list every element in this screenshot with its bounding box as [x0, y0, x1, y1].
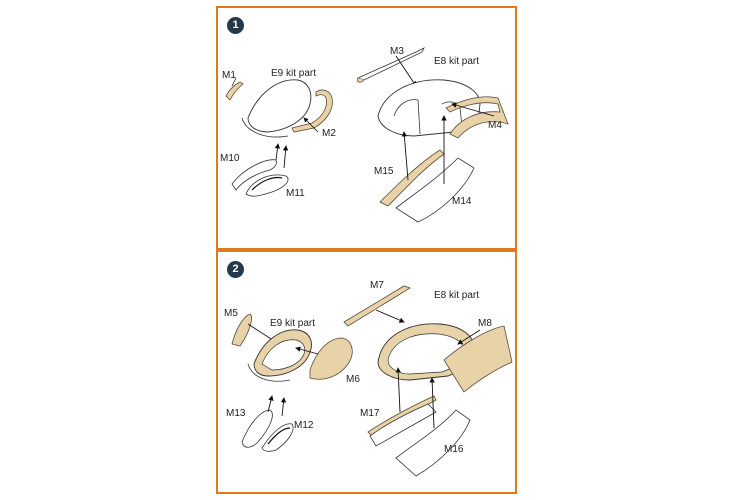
label-m3: M3	[390, 46, 404, 57]
label-m11: M11	[286, 188, 305, 199]
label-e8-kit-part: E8 kit part	[434, 290, 479, 301]
label-m1: M1	[222, 70, 236, 81]
arrow-m10	[274, 143, 281, 161]
arrow-m16	[429, 377, 435, 429]
arrow-m12	[280, 397, 287, 417]
leader-m2	[303, 117, 319, 133]
e9-canopy	[247, 79, 312, 133]
label-m8: M8	[478, 318, 492, 329]
label-m10: M10	[220, 153, 240, 164]
part-m5	[231, 313, 252, 347]
e9-canopy-frame	[247, 363, 291, 382]
label-m14: M14	[452, 196, 472, 207]
label-m16: M16	[444, 444, 464, 455]
step-1-diagram: M1 E9 kit part M2 M10 M11 M3 E8 kit part…	[220, 46, 509, 223]
arrow-m15	[401, 131, 409, 181]
part-m11	[245, 174, 289, 197]
m3-end	[357, 77, 365, 83]
m12-line	[267, 427, 291, 445]
label-e8-kit-part: E8 kit part	[434, 56, 479, 67]
label-m6: M6	[346, 374, 360, 385]
step-number-badge: 1	[227, 17, 244, 34]
part-m14	[395, 157, 475, 223]
part-m17-body	[369, 403, 437, 447]
part-m3	[356, 47, 425, 81]
part-m16	[395, 409, 471, 477]
label-m7: M7	[370, 280, 384, 291]
label-m15: M15	[374, 166, 394, 177]
part-m7	[343, 285, 411, 327]
part-m10	[231, 159, 277, 191]
step-2-panel: 2 M5 E9 kit part M6 M13 M12 M7	[216, 250, 517, 494]
label-e9-kit-part: E9 kit part	[270, 318, 315, 329]
arrow-m13	[267, 395, 274, 413]
e9-canopy-glass	[261, 339, 306, 371]
m11-line	[251, 176, 283, 191]
label-m12: M12	[294, 420, 314, 431]
label-m13: M13	[226, 408, 246, 419]
e9-canopy-frame	[241, 117, 289, 138]
arrow-m11	[282, 145, 289, 169]
part-m6	[309, 337, 353, 380]
arrow-m6	[295, 346, 319, 355]
label-m4: M4	[488, 120, 502, 131]
step-number-badge: 2	[227, 261, 244, 278]
label-m2: M2	[322, 128, 336, 139]
step-2-diagram: M5 E9 kit part M6 M13 M12 M7 E8 kit part…	[224, 280, 513, 477]
label-e9-kit-part: E9 kit part	[271, 68, 316, 79]
arrow-m4	[451, 102, 495, 117]
arrow-m3	[395, 55, 417, 87]
part-m12	[261, 423, 294, 452]
step-1-panel: 1 M1 E9 kit part M2 M10 M11 M3	[216, 6, 517, 250]
label-m5: M5	[224, 308, 238, 319]
part-m1	[225, 81, 244, 101]
part-m13	[241, 409, 273, 448]
label-m17: M17	[360, 408, 380, 419]
arrow-m7	[375, 309, 405, 323]
part-m8	[443, 325, 513, 393]
arrow-m8	[457, 329, 481, 345]
leader-m1	[231, 77, 237, 87]
part-m2	[291, 89, 333, 133]
arrow-m17	[395, 367, 401, 413]
e8-canopy	[377, 79, 481, 137]
